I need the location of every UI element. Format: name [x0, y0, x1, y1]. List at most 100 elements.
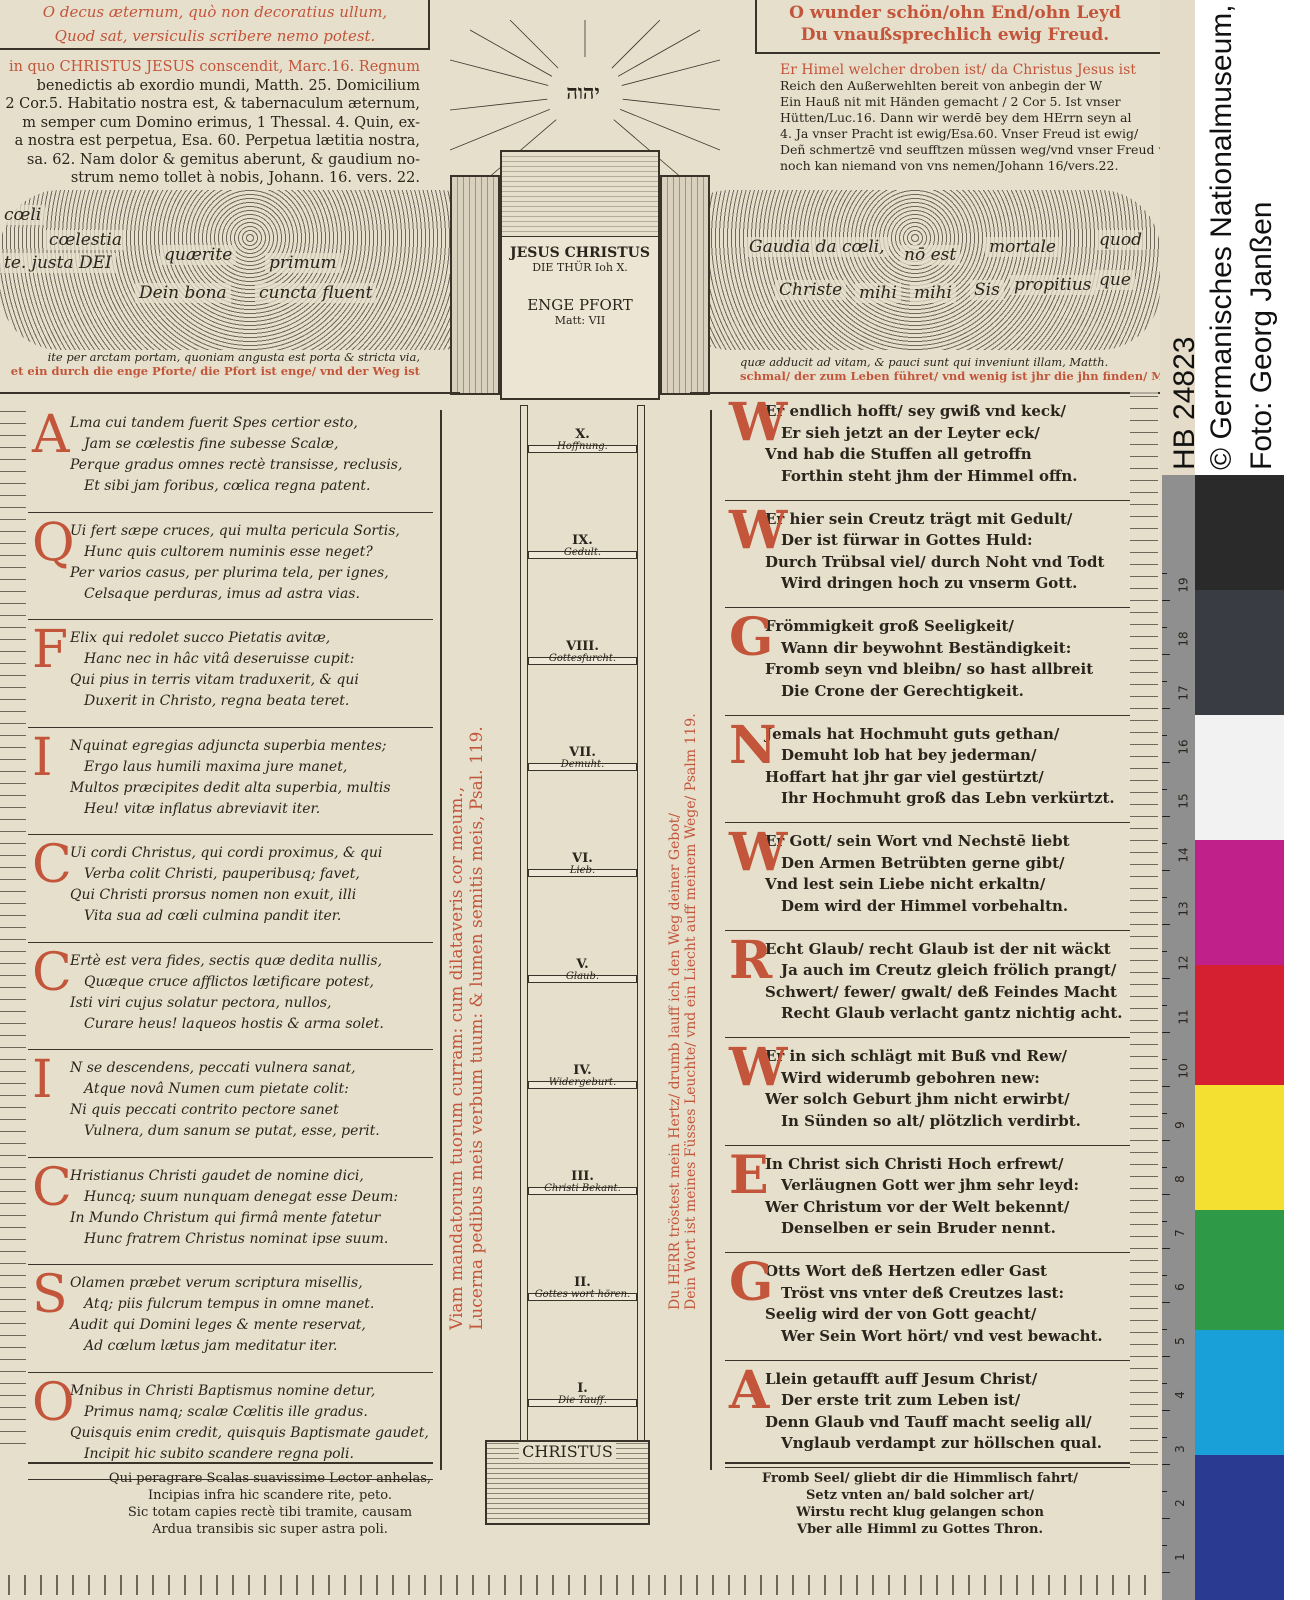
- ladder-rung: [528, 763, 637, 771]
- color-patch: [1195, 715, 1284, 840]
- gate-door-left: [450, 175, 500, 395]
- stanza-line: Den Armen Betrübten gerne gibt/: [781, 853, 1065, 872]
- stanza-line: Ui fert sæpe cruces, qui multa pericula …: [70, 522, 400, 539]
- ruler-tick: [1162, 951, 1167, 952]
- broadsheet-print: O decus æternum, quò non decoratius ullu…: [0, 0, 1160, 1595]
- cloud-word: cœli: [0, 205, 46, 225]
- color-patch: [1195, 1455, 1284, 1600]
- stanza-initial: C: [32, 942, 72, 1003]
- stanza-initial: F: [32, 620, 69, 680]
- stanza-line: Atque novâ Numen cum pietate colit:: [84, 1081, 349, 1097]
- ladder-base-label: CHRISTUS: [519, 1442, 616, 1461]
- stanza-line: Vulnera, dum sanum se putat, esse, perit…: [84, 1123, 380, 1139]
- ruler-tick: [1162, 924, 1170, 925]
- stanza-initial: A: [32, 405, 70, 465]
- divider: [0, 48, 430, 50]
- ruler-number: 3: [1172, 1445, 1187, 1453]
- cloud-left-text: cœli cœlestia quærite primum te. justa D…: [0, 205, 500, 315]
- ruler-tick: [1162, 1410, 1170, 1411]
- stanza-line: N se descendens, peccati vulnera sanat,: [70, 1060, 356, 1076]
- ladder-rung: [528, 551, 637, 559]
- stanza-line: Lma cui tandem fuerit Spes certior esto,: [70, 415, 358, 431]
- ruler-number: 17: [1176, 685, 1191, 701]
- vertical-psalm-latin: Viam mandatorum tuorum curram: cum dilat…: [447, 726, 487, 1330]
- ruler-tick: [1162, 600, 1170, 601]
- stanza-line: Et sibi jam foribus, cœlica regna patent…: [84, 478, 371, 494]
- stanza-line: Dem wird der Himmel vorbehaltn.: [781, 896, 1069, 915]
- ruler-tick: [1162, 1248, 1170, 1249]
- verse-line: Du vnaußsprechlich ewig Freud.: [800, 25, 1110, 45]
- gate-text: JESUS CHRISTUS: [510, 245, 650, 261]
- ruler-number: 12: [1176, 955, 1191, 971]
- ruler-tick: [1162, 978, 1170, 979]
- stanza-line: Wer solch Geburt jhm nicht erwirbt/: [765, 1090, 1070, 1108]
- stanza-initial: Q: [32, 512, 75, 573]
- stanza-line: Ergo laus humili maxima jure manet,: [84, 758, 348, 775]
- rung-number: III.: [571, 1169, 594, 1184]
- divider: [0, 392, 460, 394]
- ruler-tick: [1162, 735, 1167, 736]
- intro-heading: Er Himel welcher droben ist/ da Christus…: [780, 62, 1136, 78]
- stanza-line: Recht Glaub verlacht gantz nichtig acht.: [781, 1004, 1123, 1022]
- stanza-line: Echt Glaub/ recht Glaub ist der nit wäck…: [765, 939, 1111, 958]
- gate-door-right: [660, 175, 710, 395]
- stanza-line: Denn Glaub vnd Tauff macht seelig all/: [765, 1412, 1092, 1431]
- stanza-line: Jam se cœlestis fine subesse Scalæ,: [84, 436, 339, 452]
- cloud-word: mihi: [855, 283, 901, 303]
- rung-number: II.: [574, 1275, 591, 1290]
- latin-intro: in quo CHRISTUS JESUS conscendit, Marc.1…: [0, 58, 420, 188]
- rung-number: X.: [575, 427, 590, 442]
- ruler-tick: [1162, 1302, 1170, 1303]
- stanza-line: In Christ sich Christi Hoch erfrewt/: [765, 1154, 1064, 1173]
- gate-arch: [502, 152, 658, 237]
- rung-number: VI.: [572, 851, 593, 866]
- stanza-line: Der erste trit zum Leben ist/: [781, 1391, 1021, 1409]
- stanza-line: Vnd hab die Stuffen all getroffn: [765, 445, 1032, 463]
- color-patch: [1195, 1210, 1284, 1330]
- stanza-line: Forthin steht jhm der Himmel offn.: [781, 466, 1078, 485]
- stanza-line: Wann dir beywohnt Beständigkeit:: [781, 638, 1072, 657]
- stanza-line: Curare heus! laqueos hostis & arma solet…: [84, 1015, 384, 1032]
- rung-label: Christi Bekant.: [544, 1183, 621, 1194]
- footer-line: Incipias infra hic scandere rite, peto.: [147, 1488, 393, 1503]
- ladder-rail-left: [520, 405, 528, 1480]
- ruler-tick: [1162, 1356, 1170, 1357]
- gate-text: DIE THÜR Ioh X.: [532, 261, 628, 274]
- cloud-right: [670, 190, 1160, 350]
- ladder-rung: [528, 1187, 637, 1195]
- stanza-initial: A: [729, 1359, 770, 1421]
- ruler-tick: [1162, 1464, 1170, 1465]
- ruler-tick: [1162, 1086, 1170, 1087]
- ornamental-border-right: [1130, 390, 1158, 1470]
- ladder-rung: [528, 1293, 637, 1301]
- stanza-line: Hristianus Christi gaudet de nomine dici…: [70, 1167, 364, 1184]
- cloud-word: Christe: [775, 280, 847, 300]
- ruler-tick: [1162, 843, 1167, 844]
- stanza-line: Qui Christi prorsus nomen non exuit, ill…: [70, 887, 357, 903]
- stanza-line: Multos præcipites dedit alta superbia, m…: [70, 779, 391, 796]
- stanza-line: Olamen præbet verum scriptura misellis,: [70, 1275, 363, 1291]
- stanza-initial: E: [729, 1144, 769, 1206]
- ruler-tick: [1162, 1113, 1167, 1114]
- stanza-line: Wer Sein Wort hört/ vnd vest bewacht.: [781, 1326, 1103, 1345]
- ruler-tick: [1162, 897, 1167, 898]
- cloud-word: cuncta fluent: [255, 283, 377, 303]
- banner-right: quæ adducit ad vitam, & pauci sunt qui i…: [740, 355, 1160, 383]
- stanza-line: In Mundo Christum qui firmâ mente fatetu…: [70, 1209, 381, 1226]
- ruler-tick: [1162, 1275, 1167, 1276]
- ruler-tick: [1162, 1032, 1170, 1033]
- intro-line: 4. Ja vnser Pracht ist ewig/Esa.60. Vnse…: [780, 126, 1139, 141]
- footer-line: Sic totam capies rectè tibi tramite, cau…: [127, 1505, 413, 1520]
- ruler-number: 2: [1172, 1499, 1187, 1507]
- footer-latin-verse: Qui peragrare Scalas suavissime Lector a…: [70, 1470, 470, 1538]
- footer-line: Fromb Seel/ gliebt dir die Himmlisch fah…: [761, 1471, 1078, 1486]
- footer-line: Setz vnten an/ bald solcher art/: [805, 1488, 1034, 1503]
- rung-number: IV.: [573, 1063, 592, 1078]
- rung-label: Gottes wort hören.: [534, 1289, 631, 1300]
